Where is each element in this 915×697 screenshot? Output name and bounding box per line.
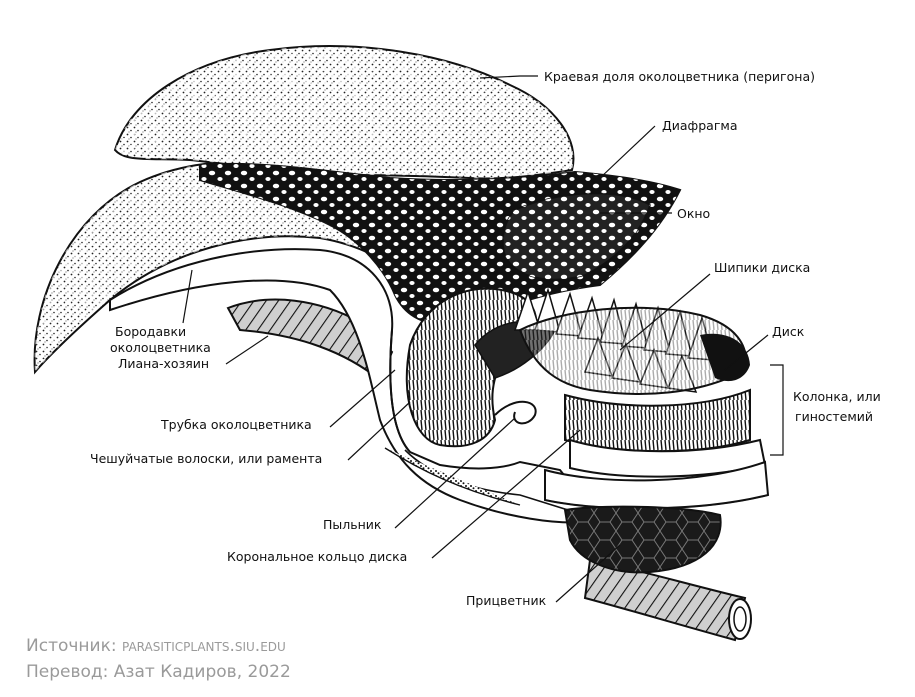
source-prefix: Источник: bbox=[26, 636, 117, 656]
bract bbox=[565, 507, 721, 573]
label-bract: Прицветник bbox=[466, 593, 547, 608]
disc bbox=[520, 308, 750, 394]
column bbox=[545, 390, 768, 508]
label-host-vine: Лиана-хозяин bbox=[118, 356, 209, 371]
label-column-line2: гиностемий bbox=[795, 409, 873, 424]
label-disc: Диск bbox=[772, 324, 805, 339]
label-warts-line2: околоцветника bbox=[110, 340, 211, 355]
source-credit: Источник: parasiticplants.siu.edu bbox=[26, 636, 286, 656]
label-corona: Корональное кольцо диска bbox=[227, 549, 407, 564]
diaphragm-window bbox=[503, 194, 650, 280]
label-diaphragm: Диафрагма bbox=[662, 118, 738, 133]
translation-credit: Перевод: Азат Кадиров, 2022 bbox=[26, 662, 291, 682]
source-url: parasiticplants.siu.edu bbox=[122, 636, 286, 656]
label-disc-spines: Шипики диска bbox=[714, 260, 810, 275]
label-window: Окно bbox=[677, 206, 710, 221]
perigone-lobe-upper bbox=[115, 46, 573, 178]
label-perianth-tube: Трубка околоцветника bbox=[160, 417, 312, 432]
vine-cross-section bbox=[729, 599, 751, 639]
anther bbox=[495, 402, 536, 424]
label-ramenta: Чешуйчатые волоски, или рамента bbox=[90, 451, 322, 466]
label-column-line1: Колонка, или bbox=[793, 389, 881, 404]
label-anther: Пыльник bbox=[323, 517, 382, 532]
label-warts-line1: Бородавки bbox=[115, 324, 186, 339]
host-vine-lower bbox=[585, 560, 751, 640]
label-perigone: Краевая доля околоцветника (перигона) bbox=[544, 69, 815, 84]
